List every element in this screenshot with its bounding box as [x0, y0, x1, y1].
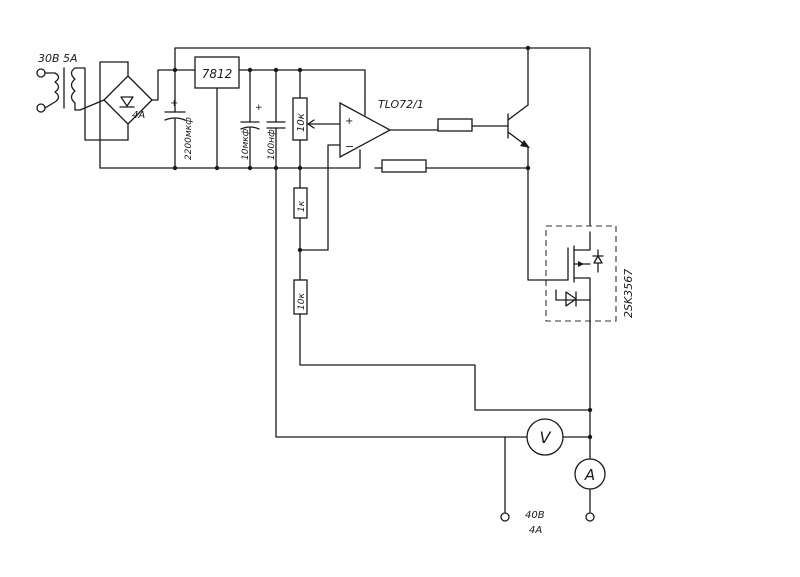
output-terminal-pos: [585, 512, 595, 522]
transformer-primary: [44, 72, 60, 109]
mosfet-label: 2SK3567: [622, 269, 635, 318]
mosfet-package: [545, 225, 617, 322]
svg-text:+: +: [255, 103, 263, 113]
ammeter: A: [574, 458, 606, 490]
transistor: [507, 104, 530, 148]
capacitor-2200: +: [164, 69, 186, 169]
wire-top-rail: [174, 47, 529, 106]
wire-divider-bottom: [299, 313, 591, 411]
output-terminal-neg: [500, 512, 510, 522]
zener-diode: [555, 289, 591, 307]
r10k-label: 10к: [297, 293, 307, 310]
wire-sec-top: [74, 67, 101, 141]
svg-text:+: +: [345, 116, 353, 127]
output-current-label: 4А: [529, 525, 542, 536]
input-terminal-bottom: [36, 103, 46, 113]
regulator-7812: [194, 56, 240, 89]
output-voltage-label: 40В: [525, 510, 545, 521]
diode-icon: [120, 96, 134, 107]
pot-wiper-arrow: [307, 119, 341, 129]
pot-label: 10к: [296, 113, 307, 132]
cap-small2-label: 100нф: [267, 129, 277, 160]
body-diode-icon: [593, 255, 603, 264]
wire-ground-down: [275, 167, 528, 438]
cap-big-label: 2200мкф: [184, 117, 194, 160]
transformer-secondary: [70, 67, 76, 111]
wire-emitter: [527, 146, 547, 281]
resistor-feedback: [381, 159, 427, 173]
wire-feedback: [299, 144, 341, 251]
cap-small1-label: 10мкф: [241, 128, 251, 160]
transformer: [36, 67, 76, 113]
wire-drain-rail: [527, 47, 591, 226]
input-terminal-top: [36, 68, 46, 78]
transformer-label: 30В 5А: [38, 52, 78, 65]
wire-12v-rail: [238, 69, 366, 101]
voltmeter: V: [526, 418, 564, 456]
zener-icon: [565, 291, 577, 307]
fuse-label: 4А: [132, 110, 145, 121]
opamp-label: TLO72/1: [378, 98, 424, 111]
voltmeter-symbol: V: [540, 428, 552, 447]
ammeter-symbol: A: [584, 466, 595, 484]
resistor-base: [437, 118, 473, 132]
bridge-rectifier: [103, 61, 153, 141]
mosfet-2sk3567: [545, 231, 604, 301]
capacitor-10uf: +: [240, 69, 263, 169]
cap-big-plus: +: [170, 98, 178, 109]
potentiometer-10k: [292, 69, 341, 169]
capacitor-100nf: [266, 69, 286, 169]
junction-dots: [172, 45, 593, 440]
opamp-tl072: + −: [339, 99, 392, 169]
svg-text:−: −: [345, 140, 354, 153]
regulator-label: 7812: [202, 67, 233, 81]
r1k-label: 1к: [297, 200, 307, 212]
